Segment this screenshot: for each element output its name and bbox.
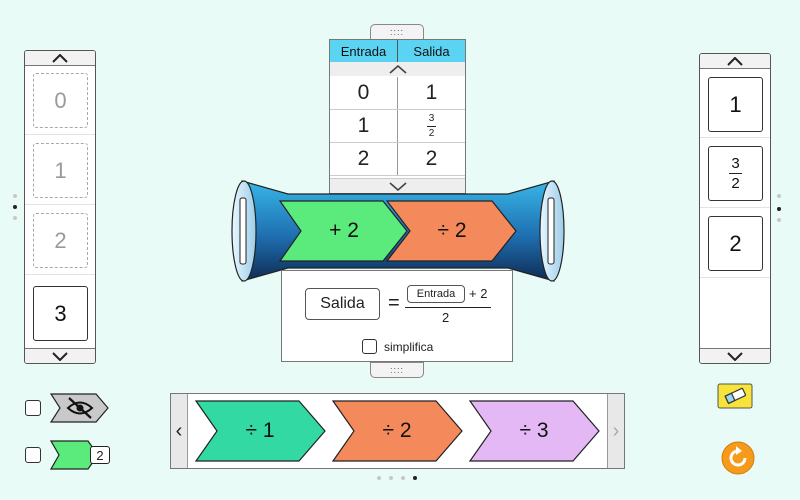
- reset-icon[interactable]: [721, 441, 755, 475]
- output-card-2[interactable]: 2: [708, 216, 763, 271]
- input-card-3[interactable]: 3: [33, 286, 88, 341]
- column-header-input: Entrada: [330, 40, 398, 62]
- chevron-up-icon: [388, 64, 407, 74]
- palette-page-dot-active[interactable]: [413, 476, 417, 480]
- left-page-dot-active[interactable]: [13, 205, 17, 209]
- count-chevron-icon[interactable]: [50, 440, 100, 470]
- input-card-0[interactable]: 0: [33, 73, 88, 128]
- palette-prev-button[interactable]: ‹: [171, 394, 188, 468]
- count-toggle-checkbox[interactable]: [25, 447, 41, 463]
- table-cell-input: 0: [330, 77, 398, 109]
- fraction-bar: [405, 307, 491, 308]
- table-row: 2 2: [330, 143, 465, 176]
- scroll-down-button[interactable]: [25, 348, 95, 363]
- table-drag-handle[interactable]: ::::: [370, 24, 424, 40]
- hide-toggle-checkbox[interactable]: [25, 400, 41, 416]
- hidden-eye-icon[interactable]: [50, 393, 110, 423]
- chevron-up-icon: [727, 56, 743, 66]
- output-card-0[interactable]: 1: [708, 77, 763, 132]
- palette-item-divide-1[interactable]: [195, 400, 327, 462]
- chevron-down-icon: [388, 181, 407, 191]
- simplify-label: simplifica: [384, 340, 434, 354]
- simplify-checkbox[interactable]: [362, 339, 377, 354]
- chevron-down-icon: [727, 351, 743, 361]
- right-page-dot[interactable]: [777, 218, 781, 222]
- table-cell-input: 1: [330, 110, 398, 142]
- count-badge: 2: [90, 446, 110, 464]
- palette-page-dot[interactable]: [401, 476, 405, 480]
- column-header-output: Salida: [413, 43, 450, 59]
- left-page-dot[interactable]: [13, 216, 17, 220]
- palette-page-dot[interactable]: [389, 476, 393, 480]
- table-cell-output: 1: [425, 81, 438, 104]
- table-cell-input: 2: [330, 143, 398, 175]
- eraser-icon[interactable]: [717, 383, 753, 409]
- input-card-2[interactable]: 2: [33, 213, 88, 268]
- scroll-up-button[interactable]: [25, 51, 95, 66]
- table-scroll-up[interactable]: [330, 62, 465, 76]
- input-term: Entrada: [407, 285, 465, 303]
- table-scroll-down[interactable]: [330, 178, 465, 193]
- chevron-up-icon: [52, 53, 68, 63]
- scroll-down-button[interactable]: [700, 348, 770, 363]
- palette-item-divide-3[interactable]: [469, 400, 601, 462]
- chevron-down-icon: [52, 351, 68, 361]
- scroll-up-button[interactable]: [700, 54, 770, 69]
- left-page-dot[interactable]: [13, 194, 17, 198]
- input-card-1[interactable]: 1: [33, 143, 88, 198]
- palette-page-dot[interactable]: [377, 476, 381, 480]
- formula-drag-handle[interactable]: ::::: [370, 362, 424, 378]
- machine-step-2[interactable]: [386, 200, 518, 262]
- table-header: Entrada Salida: [330, 40, 465, 63]
- numerator-rest: + 2: [469, 286, 488, 301]
- palette-item-divide-2[interactable]: [332, 400, 464, 462]
- palette-next-button[interactable]: ›: [607, 394, 624, 468]
- equals-sign: =: [388, 292, 400, 314]
- machine-step-1[interactable]: [279, 200, 409, 262]
- table-row: 0 1: [330, 77, 465, 110]
- denominator: 2: [442, 310, 450, 325]
- formula-panel: Salida = Entrada + 2 2 simplifica: [281, 270, 513, 362]
- right-page-dot[interactable]: [777, 194, 781, 198]
- table-cell-output: 2: [425, 147, 438, 170]
- input-column: 0 1 2 3: [24, 50, 96, 364]
- right-page-dot-active[interactable]: [777, 207, 781, 211]
- output-term: Salida: [305, 288, 380, 320]
